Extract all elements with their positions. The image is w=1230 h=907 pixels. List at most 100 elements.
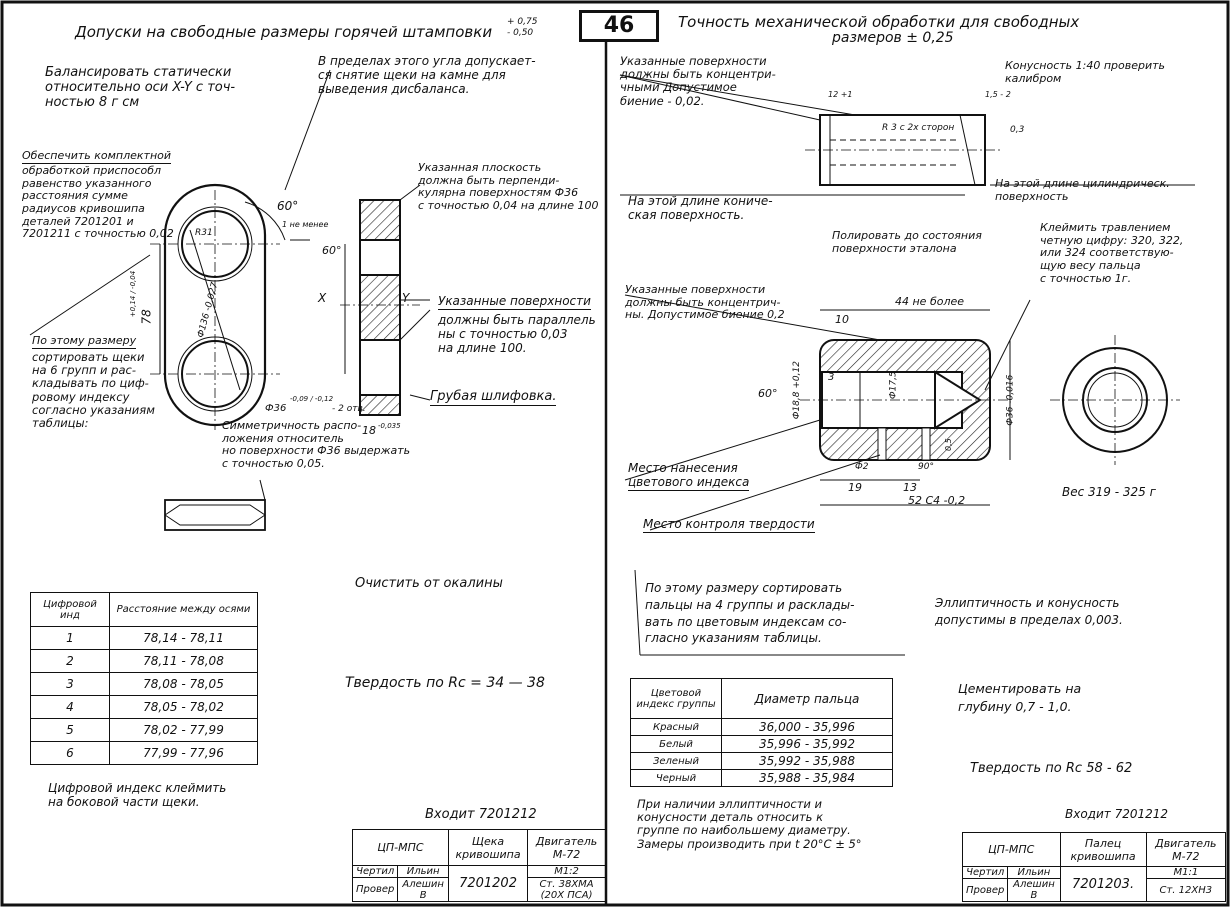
table-cell: 78,11 - 78,08	[109, 649, 258, 673]
dim-18-tol: -0,035	[378, 422, 401, 430]
weight-note: Вес 319 - 325 г	[1062, 485, 1156, 499]
table-cell: 78,14 - 78,11	[109, 626, 258, 650]
axis-y-label: Y	[402, 291, 410, 305]
table-cell: 2	[30, 649, 110, 673]
dim-44: 44 не более	[895, 295, 965, 308]
tb-drew-label: Чертил	[961, 866, 1009, 879]
dim-3: 3	[828, 372, 835, 383]
dim-1-5: 1,5 - 2	[985, 90, 1011, 99]
tb-scale: М1:1	[1145, 866, 1227, 879]
dim-0-3: 0,3	[1010, 125, 1025, 135]
complect-title: Обеспечить комплектной	[22, 149, 172, 164]
sort-pins-note: По этому размеру сортировать пальцы на 4…	[645, 581, 855, 646]
rough-grind-note: Грубая шлифовка.	[430, 389, 557, 406]
tb-scale: М1:2	[527, 864, 606, 879]
plane-note: Указанная плоскость должна быть перпенди…	[418, 161, 599, 212]
table-cell: 78,02 - 77,99	[109, 718, 258, 742]
color-index-place-note: Место нанесения цветового индекса	[628, 461, 750, 491]
right-enters: Входит 7201212	[1065, 807, 1169, 821]
clean-note: Очистить от окалины	[355, 576, 503, 591]
ellipse-note: Эллиптичность и конусность допустимы в п…	[935, 596, 1123, 627]
left-enters: Входит 7201212	[425, 807, 537, 822]
concentric-note: Указанные поверхности должны быть концен…	[620, 54, 776, 108]
dim-phi36: Ф36	[265, 403, 287, 414]
left-hardness: Твердость по Rс = 34 — 38	[345, 675, 545, 691]
tb-checked-label: Провер	[351, 877, 399, 902]
dim-phi17-5: Ф17,5	[888, 371, 899, 400]
right-title: Точность механической обработки для своб…	[678, 13, 1080, 31]
cylinder-length-note: На этой длине цилиндрическ. поверхность	[995, 177, 1170, 203]
tb-engine: Двигатель М-72	[527, 829, 606, 866]
parallel-title: Указанные поверхности	[438, 294, 591, 310]
dim-13: 13	[903, 481, 917, 494]
tb-name: Щека кривошипа	[447, 829, 529, 866]
pin-end-view	[1050, 335, 1180, 465]
parallel-note: должны быть параллель ны с точностью 0,0…	[438, 313, 596, 355]
table-header: Диаметр пальца	[721, 678, 893, 719]
concentric-note-2: Указанные поверхности должны быть концен…	[625, 283, 785, 322]
table-cell: 77,99 - 77,96	[109, 741, 258, 765]
tb-checked-name: Алешин В	[397, 877, 449, 902]
cheek-top-view	[164, 479, 266, 531]
dim-phi2: Ф2	[855, 462, 869, 472]
table-cell: 78,08 - 78,05	[109, 672, 258, 696]
color-index-table: Цветовой индекс группы Диаметр пальца Кр…	[630, 678, 893, 787]
table-cell: 35,992 - 35,988	[721, 752, 893, 770]
right-title-line2: размеров ± 0,25	[832, 30, 954, 46]
taper-gauge-note: Конусность 1:40 проверить калибром	[1005, 59, 1166, 85]
dim-phi36-tol: -0,09 / -0,12	[290, 395, 334, 403]
table-cell: 4	[30, 695, 110, 719]
table-cell: 3	[30, 672, 110, 696]
table-cell: Черный	[630, 769, 722, 787]
table-cell: 35,988 - 35,984	[721, 769, 893, 787]
tb-org: ЦП-МПС	[962, 832, 1061, 867]
sort-note: сортировать щеки на 6 групп и рас- клады…	[32, 350, 155, 431]
right-hardness: Твердость по Rс 58 - 62	[970, 761, 1133, 776]
table-cell: 35,996 - 35,992	[721, 735, 893, 753]
dim-10: 10	[835, 313, 849, 326]
left-title-block: ЦП-МПС Щека кривошипа Двигатель М-72 Чер…	[351, 829, 606, 902]
tb-material: Ст. 12ХН3	[1145, 878, 1227, 902]
dim-phi36-holes: - 2 отв.	[332, 404, 366, 414]
tb-org: ЦП-МПС	[352, 829, 449, 866]
dim-angle60-vertical: 60°	[322, 244, 342, 257]
tb-engine: Двигатель М-72	[1145, 832, 1227, 867]
dim-78: 78	[139, 309, 154, 325]
cheek-front-view	[29, 69, 331, 430]
dim-angle60: 60°	[277, 199, 299, 213]
hardness-control-place-note: Место контроля твердости	[643, 517, 815, 533]
tb-checked-label: Провер	[961, 878, 1009, 902]
left-title-tol-lower: - 0,50	[507, 28, 534, 38]
table-cell: Красный	[630, 718, 722, 736]
taper-length-note: На этой длине кониче- ская поверхность.	[628, 194, 773, 222]
dim-18: 18	[362, 424, 376, 437]
r3-note: R 3 с 2х сторон	[882, 123, 955, 133]
cementation-note: Цементировать на глубину 0,7 - 1,0.	[958, 681, 1082, 714]
table-cell: Белый	[630, 735, 722, 753]
tb-number: 7201203.	[1059, 866, 1147, 902]
dim-60deg: 60°	[758, 387, 778, 400]
table-cell: 36,000 - 35,996	[721, 718, 893, 736]
tb-drew-label: Чертил	[351, 864, 399, 879]
right-title-block: ЦП-МПС Палец кривошипа Двигатель М-72 Че…	[961, 832, 1227, 902]
angle-note: В пределах этого угла допускает- ся снят…	[318, 54, 536, 96]
tb-number: 7201202	[447, 865, 529, 902]
dim-19: 19	[848, 481, 862, 494]
dim-0-5: 0,5	[943, 438, 953, 451]
dim-min1: 1 не менее	[282, 220, 329, 229]
table-cell: 6	[30, 741, 110, 765]
page-number: 46	[579, 10, 659, 42]
tb-material: Ст. 38ХМА (20Х ПСА)	[527, 877, 606, 902]
